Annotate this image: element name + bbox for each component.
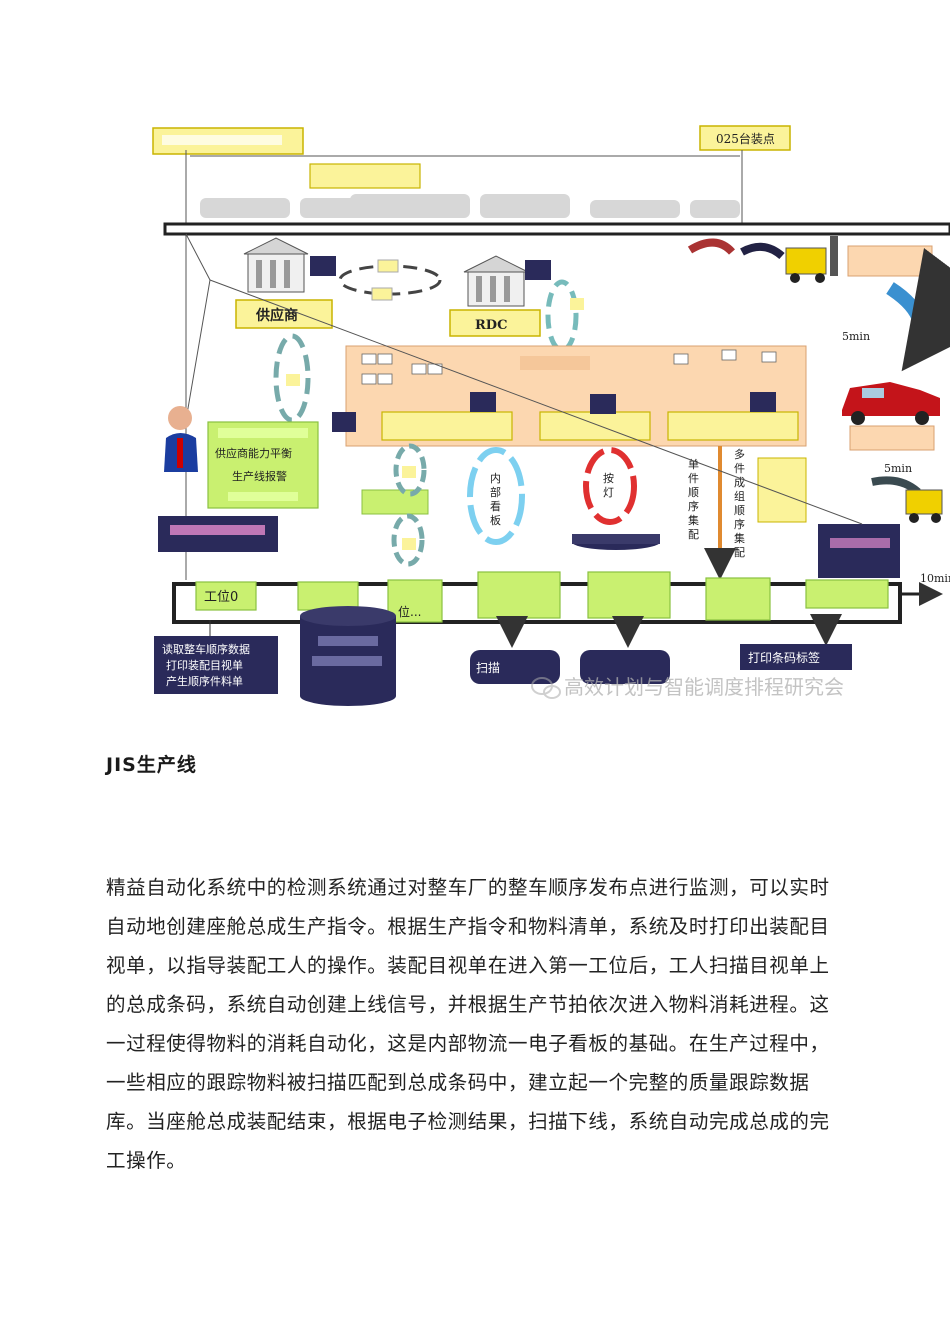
assembly-point-box [699, 125, 791, 151]
forklift-bottom [905, 489, 943, 523]
dark-panel-right [818, 524, 900, 578]
mid-loop-upper [393, 443, 427, 497]
red-car-icon [842, 382, 940, 425]
supplier-loop [273, 333, 311, 423]
rdc-box-icon [525, 260, 551, 280]
figure-caption: JIS生产线 [106, 754, 197, 776]
cycle-arrow-blue [886, 247, 950, 372]
top-conveyor [163, 222, 950, 236]
rdc-loop [545, 279, 579, 353]
read-order-panel [154, 636, 278, 694]
multi-sequence-label: 多件成组顺序集配 [734, 447, 745, 559]
stations [195, 571, 889, 623]
supplier-box-icon [310, 256, 336, 276]
5min-label-a: 5min [842, 330, 870, 343]
right-mid-orange-box [849, 425, 935, 451]
andon-label: 按灯 [603, 471, 614, 499]
left-box-icon [332, 412, 356, 432]
print-barcode-panel [740, 644, 852, 670]
scan-cylinder [470, 650, 560, 684]
single-sequence-label: 单件顺序集配 [688, 458, 699, 541]
database-cylinder [300, 606, 396, 706]
warehouse-sub-boxes [381, 411, 799, 441]
5min-label-b: 5min [884, 462, 912, 475]
supplier-balance-label: 供应商能力平衡 [215, 446, 292, 460]
triangle-line [185, 233, 211, 421]
watermark-text: 高效计划与智能调度排程研究会 [564, 675, 844, 699]
mid-yellow-box [309, 163, 421, 189]
rdc-label: RDC [475, 318, 507, 333]
assembly-point-label: 025台装点 [716, 131, 775, 146]
worker-icon [164, 406, 198, 472]
station0-label: 工位0 [204, 590, 238, 605]
body-paragraph: 精益自动化系统中的检测系统通过对整车厂的整车顺序发布点进行监测，可以实时自动地创… [106, 876, 830, 1172]
forklift-top [785, 236, 838, 283]
jis-diagram: 025台装点 供应商 RDC [150, 120, 950, 710]
andon-loop [583, 447, 637, 525]
right-top-orange-box [847, 245, 933, 277]
scan-cylinder-2 [580, 650, 670, 684]
read-order-label: 读取整车顺序数据 [162, 642, 250, 656]
supplier-node: 供应商 [235, 237, 333, 329]
yellow-note-right [757, 457, 807, 523]
print-barcode-label: 打印条码标签 [748, 650, 820, 665]
mid-loop-lower [391, 513, 425, 567]
diagonal-link [209, 279, 863, 525]
rdc-node: RDC [449, 255, 541, 337]
right-arrow-red [687, 238, 735, 255]
internal-kanban-label: 内部看板 [490, 471, 501, 527]
scan-label: 扫描 [476, 661, 500, 675]
generate-list-label: 产生顺序件料单 [166, 674, 243, 688]
internal-kanban-loop [467, 447, 525, 545]
wechat-icon [531, 677, 561, 699]
green-box-mid [361, 489, 429, 515]
warehouse-label-blur [520, 356, 590, 370]
10min-label: 10min [920, 572, 950, 585]
supplier-label: 供应商 [255, 307, 298, 324]
vehicle-queue [200, 194, 740, 218]
right-arrow-dark [740, 242, 785, 260]
line-warning-label: 生产线报警 [232, 469, 287, 483]
station-n-label: 位... [398, 604, 421, 619]
print-sheet-label: 打印装配目视单 [166, 658, 243, 672]
